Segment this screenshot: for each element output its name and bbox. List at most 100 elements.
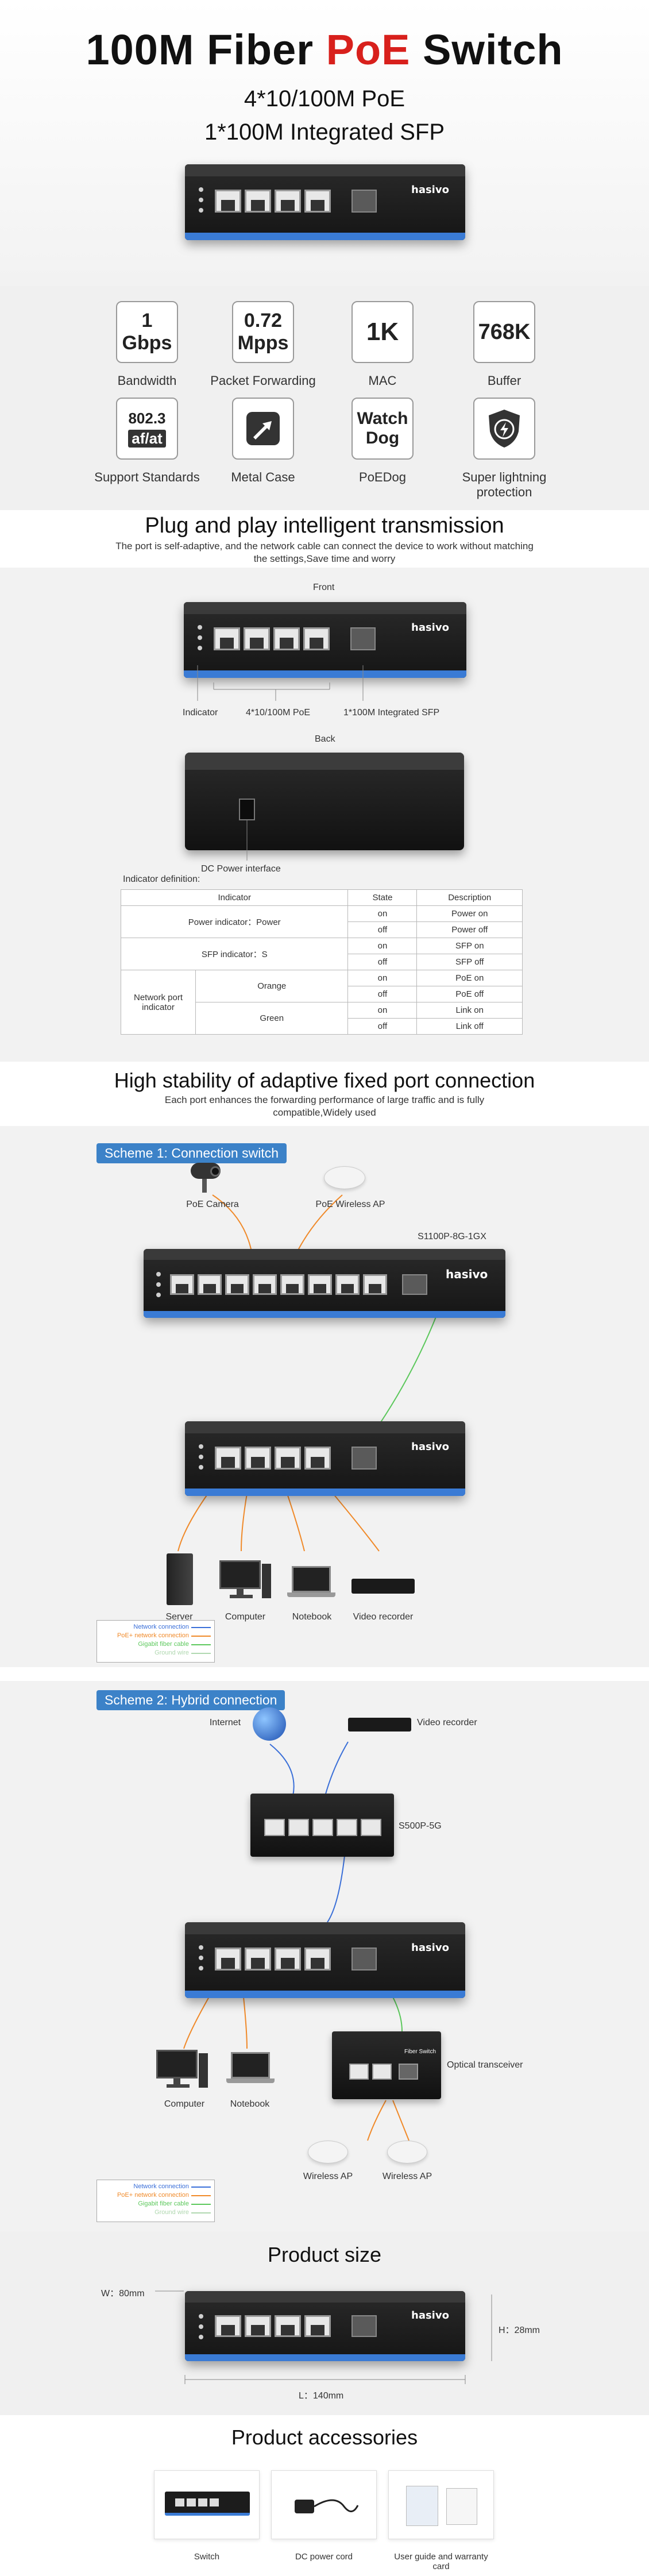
back-label: Back xyxy=(315,734,335,744)
video-recorder-icon-2 xyxy=(348,1718,411,1732)
hero-title: 100M Fiber PoE Switch xyxy=(86,26,563,74)
width-dimension: W：80mm xyxy=(101,2289,145,2299)
plug-title: Plug and play intelligent transmission xyxy=(145,514,504,538)
hero-subtitle-poe: 4*10/100M PoE xyxy=(244,86,405,111)
optical-transceiver-label: Optical transceiver xyxy=(447,2060,523,2070)
video-recorder-label: Video recorder xyxy=(353,1612,414,1622)
server-label: Server xyxy=(165,1612,193,1622)
hero-subtitle-sfp: 1*100M Integrated SFP xyxy=(204,119,445,145)
computer-icon xyxy=(219,1560,271,1601)
feature-mac: 1K MAC xyxy=(314,301,451,388)
product-size-section: Product size W：80mm H：28mm L：140mm hasiv… xyxy=(0,2231,649,2415)
notebook-label: Notebook xyxy=(292,1612,332,1622)
camera-label: PoE Camera xyxy=(186,1200,239,1209)
height-dimension: H：28mm xyxy=(499,2326,540,2335)
ap-icon xyxy=(324,1166,365,1189)
computer-label-2: Computer xyxy=(164,2099,205,2109)
front-label: Front xyxy=(313,583,335,592)
warranty-card-icon xyxy=(446,2488,477,2525)
hero-title-accent: PoE xyxy=(326,26,411,74)
accessories-title: Product accessories xyxy=(231,2425,418,2449)
computer-icon-2 xyxy=(156,2050,208,2090)
legend-scheme1: Network connection PoE+ network connecti… xyxy=(96,1620,215,1663)
stability-desc: Each port enhances the forwarding perfor… xyxy=(164,1094,485,1118)
user-guide-icon xyxy=(406,2486,438,2526)
model-label-s500p: S500P-5G xyxy=(399,1821,442,1831)
accessory-user-guide-label: User guide and warranty card xyxy=(394,2552,488,2571)
front-callout-lines xyxy=(197,665,364,701)
notebook-icon xyxy=(287,1566,335,1601)
ap-label: PoE Wireless AP xyxy=(315,1200,385,1209)
dc-callout: DC Power interface xyxy=(201,864,281,874)
accessory-power-cord xyxy=(271,2470,377,2539)
plug-desc: The port is self-adaptive, and the netwo… xyxy=(115,541,534,564)
length-dimension: L：140mm xyxy=(299,2391,344,2401)
wireless-ap-icon-2 xyxy=(387,2141,427,2164)
computer-label: Computer xyxy=(225,1612,266,1622)
feature-lightning: Super lightning protection xyxy=(435,398,573,500)
video-recorder-icon xyxy=(351,1579,415,1594)
size-title: Product size xyxy=(267,2243,382,2266)
switch-image-hero: hasivo xyxy=(185,164,465,240)
wireless-ap-icon-1 xyxy=(308,2141,348,2164)
metal-case-icon xyxy=(232,398,294,460)
scheme1-pill: Scheme 1: Connection switch xyxy=(96,1143,287,1163)
switch-s500p-image xyxy=(250,1794,394,1857)
indicator-callout: Indicator xyxy=(183,708,218,718)
hero-section: 100M Fiber PoE Switch 4*10/100M PoE 1*10… xyxy=(0,0,649,286)
plug-play-diagram: Front hasivo Indicator 4*10/100M PoE 1*1… xyxy=(0,568,649,1062)
buffer-icon: 768K xyxy=(473,301,535,363)
poe-callout: 4*10/100M PoE xyxy=(246,708,311,718)
switch-front-image: hasivo xyxy=(184,602,466,678)
scheme2-section: Scheme 2: Hybrid connection Internet Vid… xyxy=(0,1667,649,2231)
mac-icon: 1K xyxy=(351,301,414,363)
internet-label: Internet xyxy=(209,1718,241,1727)
notebook-label-2: Notebook xyxy=(230,2099,270,2109)
dc-port-icon xyxy=(239,799,255,820)
switch-size-image: hasivo xyxy=(185,2291,465,2361)
indicator-table: Indicator State Description Power indica… xyxy=(120,889,523,1035)
accessories-section: Product accessories Switch DC power cord… xyxy=(0,2415,649,2576)
stability-header: High stability of adaptive fixed port co… xyxy=(0,1062,649,1126)
switch-5port-image-2: hasivo xyxy=(185,1922,465,1998)
optical-transceiver-icon: Fiber Switch xyxy=(332,2031,441,2099)
wireless-ap-label-2: Wireless AP xyxy=(382,2172,432,2181)
lightning-shield-icon xyxy=(473,398,535,460)
video-recorder-label-2: Video recorder xyxy=(417,1718,477,1727)
sfp-callout: 1*100M Integrated SFP xyxy=(343,708,440,718)
feature-metal-case: Metal Case xyxy=(194,398,332,485)
camera-icon xyxy=(187,1158,229,1194)
accessory-switch xyxy=(154,2470,260,2539)
dimension-lines xyxy=(155,2290,492,2384)
feature-buffer: 768K Buffer xyxy=(435,301,573,388)
back-callout-line xyxy=(246,820,248,861)
server-icon xyxy=(167,1553,193,1605)
wireless-ap-label-1: Wireless AP xyxy=(303,2172,353,2181)
power-cord-icon xyxy=(295,2499,359,2513)
legend-scheme2: Network connection PoE+ network connecti… xyxy=(96,2180,215,2222)
accessory-switch-label: Switch xyxy=(194,2552,220,2562)
switch-thumbnail-icon xyxy=(165,2492,250,2516)
switch-8port-image: hasivo xyxy=(144,1249,505,1318)
model-label-s1100p: S1100P-8G-1GX xyxy=(418,1232,486,1241)
fiber-switch-text: Fiber Switch xyxy=(404,2049,436,2055)
switch-5port-image: hasivo xyxy=(185,1421,465,1496)
brand-logo: hasivo xyxy=(411,184,449,196)
accessory-user-guide xyxy=(388,2470,494,2539)
accessory-power-cord-label: DC power cord xyxy=(295,2552,353,2562)
notebook-icon-2 xyxy=(226,2052,275,2087)
switch-back-image xyxy=(185,753,464,850)
indicator-table-title: Indicator definition: xyxy=(123,874,200,884)
internet-globe-icon xyxy=(253,1707,286,1741)
scheme2-pill: Scheme 2: Hybrid connection xyxy=(96,1690,285,1710)
stability-title: High stability of adaptive fixed port co… xyxy=(114,1069,535,1092)
